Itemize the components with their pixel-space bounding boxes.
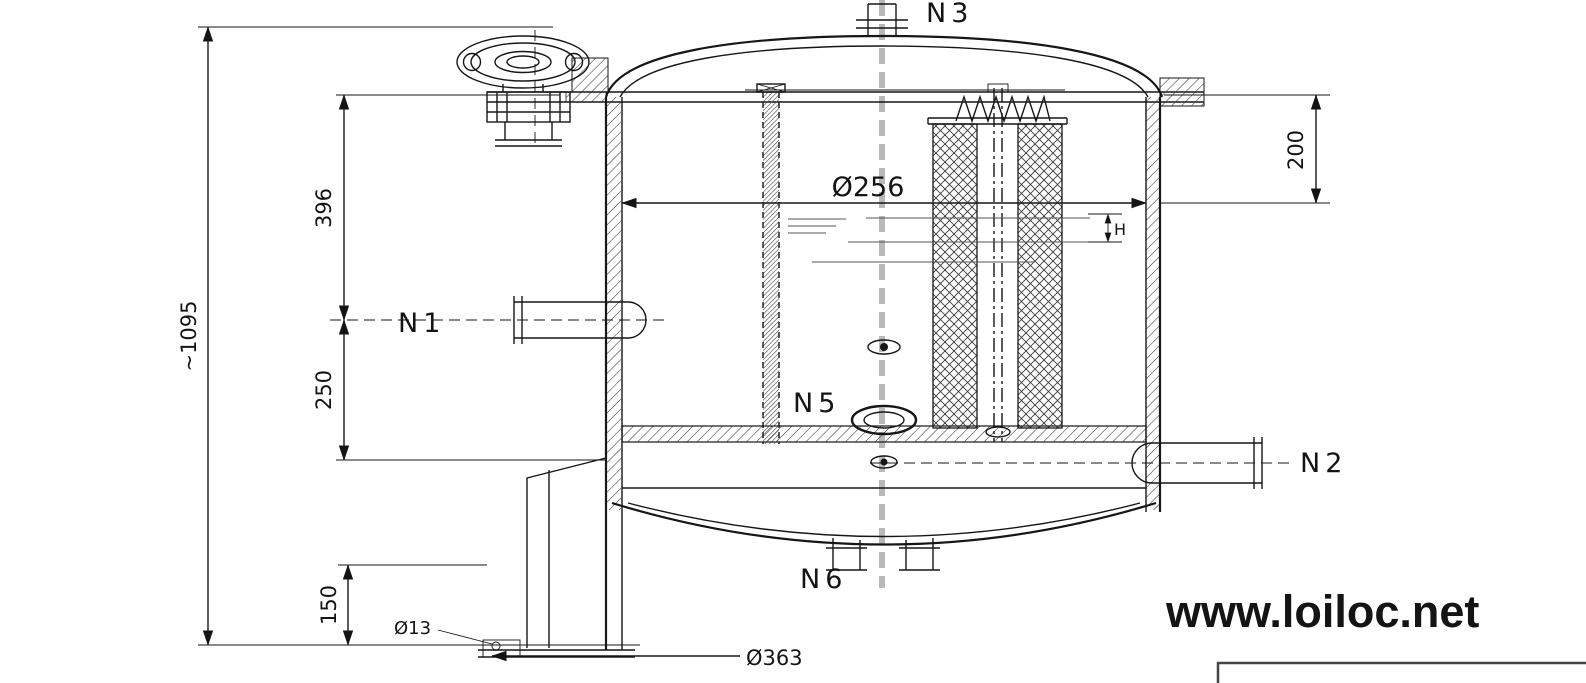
dimension-element-height bbox=[1088, 213, 1122, 243]
label-n2: N2 bbox=[1300, 448, 1347, 479]
nozzle-n1 bbox=[330, 296, 665, 344]
fine-print-marks bbox=[788, 217, 1090, 263]
dim-base-dia: Ø363 bbox=[746, 646, 803, 670]
dimension-150 bbox=[338, 564, 487, 646]
watermark-text: www.loiloc.net bbox=[1165, 586, 1479, 637]
dim-right-top: 200 bbox=[1284, 130, 1308, 170]
label-n6: N6 bbox=[800, 564, 847, 595]
dimension-200 bbox=[1160, 94, 1330, 204]
label-n5: N5 bbox=[793, 388, 840, 419]
nozzle-n3 bbox=[856, 3, 908, 36]
dim-hole-dia: Ø13 bbox=[394, 618, 431, 639]
label-n1: N1 bbox=[398, 308, 445, 339]
dim-upper-section: 396 bbox=[312, 188, 336, 228]
dimension-396 bbox=[336, 94, 560, 321]
nozzle-n5 bbox=[850, 339, 918, 469]
label-n3: N3 bbox=[926, 0, 973, 29]
nozzle-n6 bbox=[826, 538, 940, 571]
dimension-overall-height bbox=[198, 26, 640, 646]
nozzle-n2 bbox=[870, 437, 1295, 489]
dimension-hole-dia bbox=[437, 629, 493, 645]
dim-inner-dia: Ø256 bbox=[832, 172, 905, 203]
dim-middle-section: 250 bbox=[312, 370, 336, 410]
dim-foot-height: 150 bbox=[317, 585, 341, 625]
dimension-250 bbox=[336, 319, 606, 461]
title-block-border bbox=[1216, 661, 1586, 683]
filter-elements bbox=[927, 83, 1068, 442]
vessel-shell bbox=[487, 34, 1205, 650]
top-left-flange-assembly bbox=[456, 30, 590, 147]
dim-overall-height: ~1095 bbox=[177, 300, 201, 371]
internal-standpipe bbox=[756, 83, 786, 444]
dim-element-height: H bbox=[1114, 220, 1126, 239]
